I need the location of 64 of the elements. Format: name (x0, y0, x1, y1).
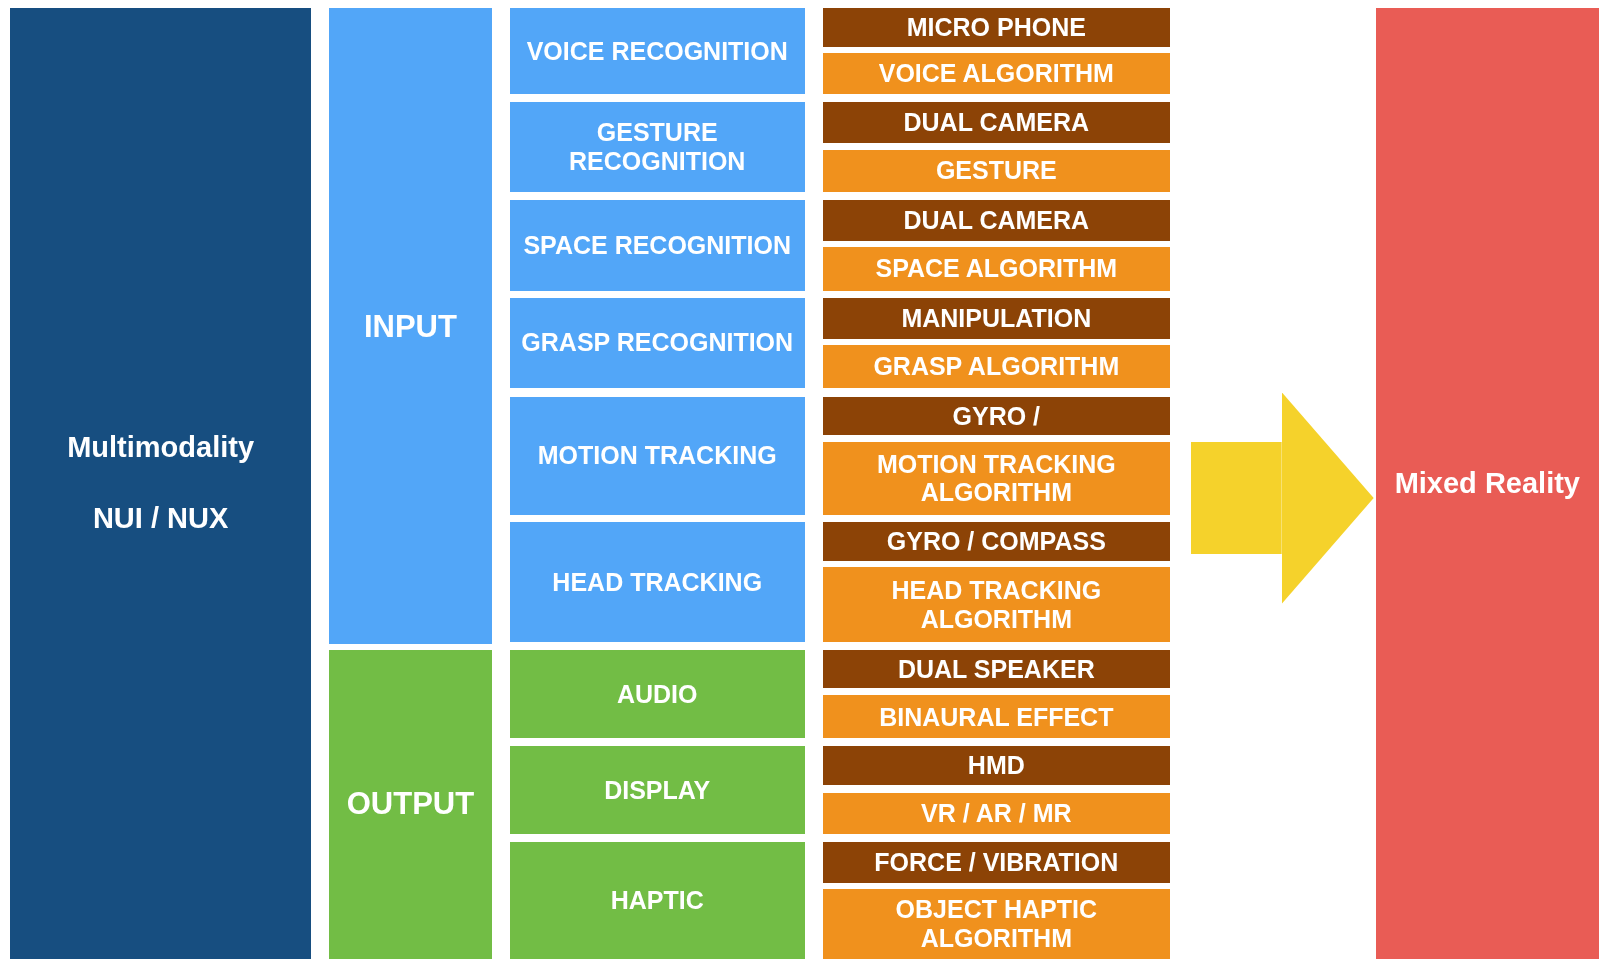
node-label: HEAD TRACKING (552, 567, 763, 597)
algorithm-box (822, 149, 1170, 192)
category-column (10, 8, 311, 959)
category-box (329, 8, 492, 645)
node-label: GRASP RECOGNITION (521, 328, 794, 357)
node-label: HAPTIC (610, 886, 704, 915)
node-label: SPACE RECOGNITION (523, 230, 792, 260)
algorithm-box (822, 889, 1170, 959)
algorithm-box (822, 695, 1170, 739)
node-label: AUDIO (616, 679, 698, 709)
node-label: BINAURAL EFFECT (879, 702, 1114, 732)
function-box (509, 297, 805, 388)
node-label: DUAL CAMERA (903, 108, 1090, 137)
device-box (822, 746, 1170, 786)
node-label: OBJECT HAPTIC ALGORITHM (894, 895, 1098, 953)
algorithm-box (822, 793, 1170, 835)
device-box (822, 522, 1170, 561)
function-box (509, 101, 805, 192)
node-label: SPACE ALGORITHM (875, 254, 1118, 284)
node-label: DISPLAY (604, 775, 711, 805)
algorithm-box (822, 53, 1170, 94)
function-box (509, 8, 805, 94)
node-label: GYRO / (952, 401, 1041, 431)
algorithm-box (822, 246, 1170, 291)
node-label: VOICE ALGORITHM (878, 59, 1114, 88)
node-subtitle: NUI / NUX (92, 502, 229, 536)
function-box (509, 842, 805, 959)
device-box (822, 199, 1170, 241)
node-label: MICRO PHONE (906, 13, 1086, 42)
node-label: DUAL CAMERA (903, 205, 1090, 235)
node-label: GESTURE (935, 156, 1057, 186)
node-label: DUAL SPEAKER (897, 654, 1095, 684)
algorithm-box (822, 344, 1170, 388)
device-box (822, 842, 1170, 884)
function-box (509, 199, 805, 291)
device-box (822, 649, 1170, 689)
node-label: GESTURE RECOGNITION (568, 118, 747, 176)
category-box (329, 649, 492, 959)
function-box (509, 522, 805, 643)
device-box (822, 396, 1170, 436)
node-label: GRASP ALGORITHM (873, 351, 1120, 381)
node-label: MOTION TRACKING ALGORITHM (875, 449, 1117, 507)
device-box (822, 101, 1170, 143)
node-label: Multimodality (67, 431, 255, 465)
node-label: GYRO / COMPASS (886, 527, 1106, 556)
algorithm-box (822, 441, 1170, 515)
function-box (509, 649, 805, 739)
device-box (822, 8, 1170, 47)
node-label: INPUT (363, 308, 457, 345)
node-label: Mixed Reality (1394, 466, 1580, 501)
node-label: HMD (967, 751, 1025, 781)
node-label: HEAD TRACKING ALGORITHM (890, 575, 1103, 634)
block-arrow (1191, 392, 1374, 604)
node-label: VR / AR / MR (921, 799, 1072, 829)
node-label: FORCE / VIBRATION (874, 848, 1119, 878)
node-label: VOICE RECOGNITION (526, 36, 788, 66)
algorithm-box (822, 567, 1170, 643)
result-column (1375, 8, 1599, 959)
function-box (509, 396, 805, 515)
node-label: MOTION TRACKING (537, 441, 777, 471)
node-label: MANIPULATION (901, 303, 1092, 333)
device-box (822, 297, 1170, 339)
node-label: OUTPUT (346, 786, 475, 822)
function-box (509, 746, 805, 835)
